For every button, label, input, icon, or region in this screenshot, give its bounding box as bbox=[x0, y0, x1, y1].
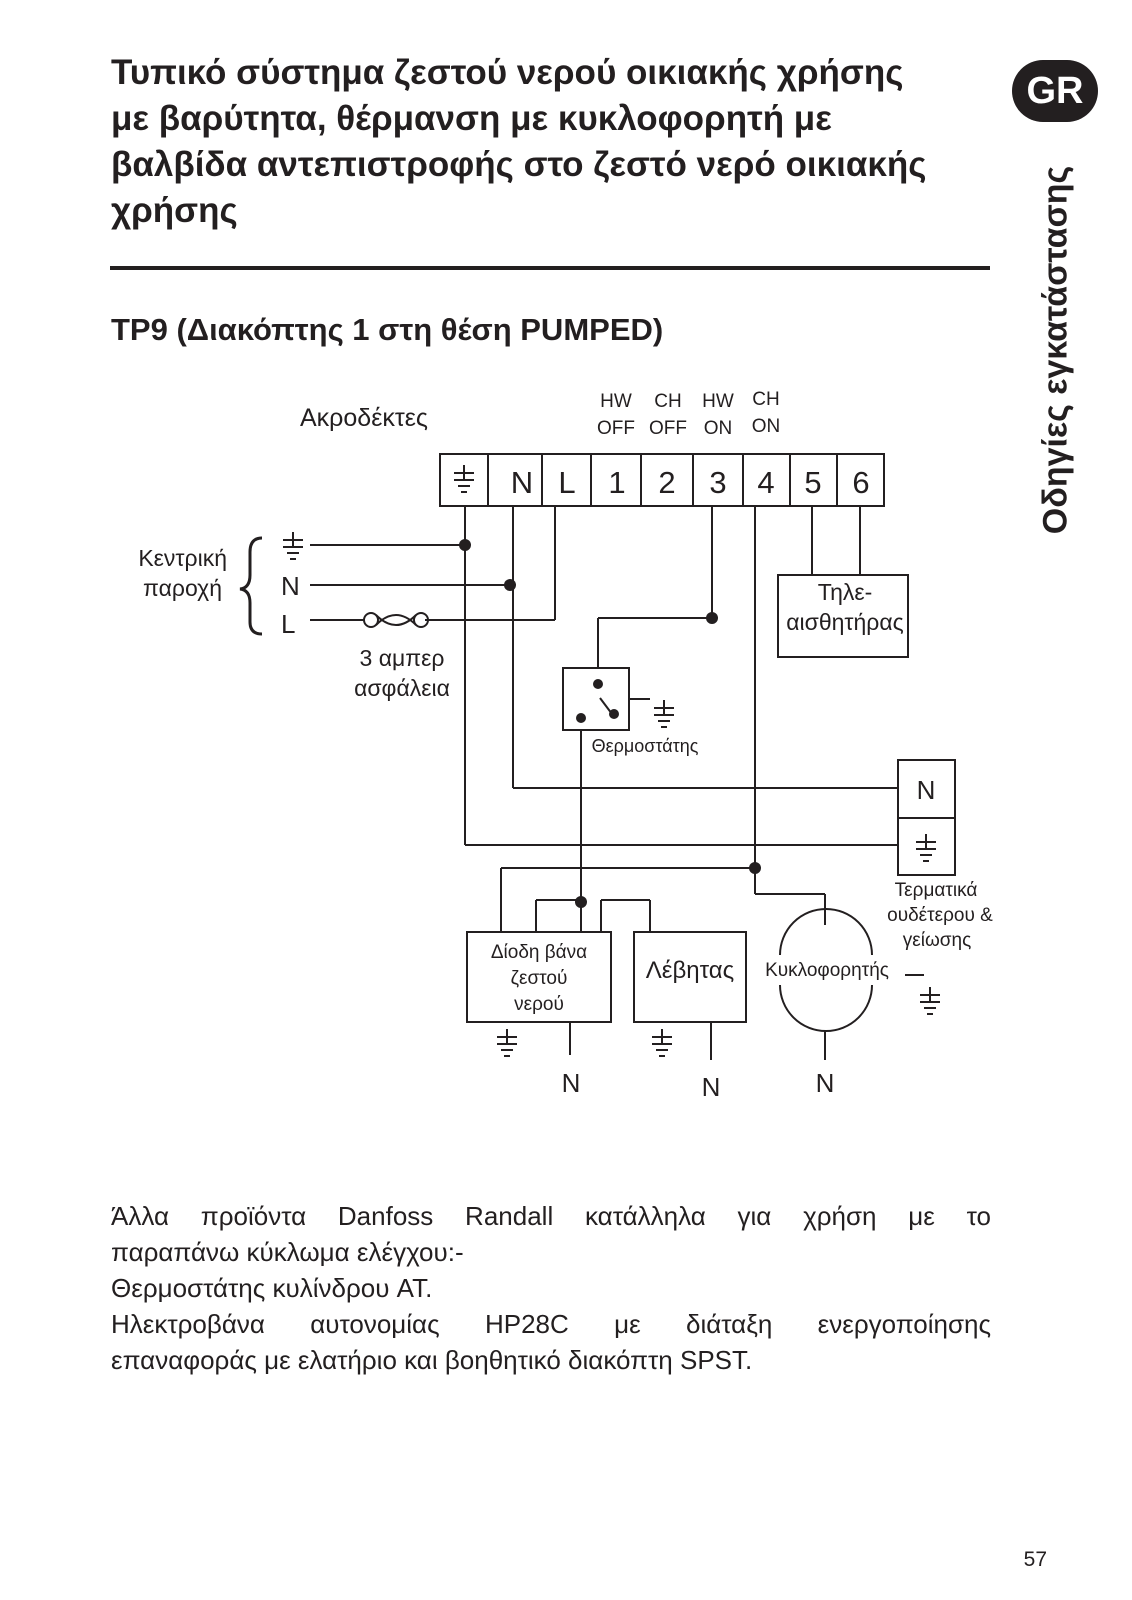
terminal-header-ch-on-1: CH bbox=[752, 389, 779, 410]
sensor-label-line-1: Τηλε- bbox=[818, 579, 873, 605]
language-badge: GR bbox=[1012, 60, 1098, 122]
thermostat-label: Θερμοστάτης bbox=[592, 736, 699, 756]
fuse-label-line-1: 3 αμπερ bbox=[360, 645, 445, 671]
mains-n-label: N bbox=[281, 571, 300, 601]
body-line: παραπάνω κύκλωμα ελέγχου:- bbox=[111, 1237, 464, 1267]
ground-icon-pump bbox=[919, 986, 941, 1015]
terminal-header-hw-on-1: HW bbox=[702, 391, 734, 412]
terminal-1: 1 bbox=[608, 465, 625, 500]
body-line: Άλλα προϊόντα Danfoss Randall κατάλληλα … bbox=[111, 1201, 991, 1231]
ground-icon-mains bbox=[282, 531, 304, 560]
page-title: Τυπικό σύστημα ζεστού νερού οικιακής χρή… bbox=[111, 50, 991, 234]
pump-label: Κυκλοφορητής bbox=[765, 960, 889, 981]
wiring-diagram: Ακροδέκτες HW OFF CH OFF HW ON CH ON N L… bbox=[138, 389, 993, 1102]
fuse-label-line-2: ασφάλεια bbox=[354, 675, 450, 701]
terminal-n: N bbox=[511, 465, 533, 500]
compatible-products-text: Άλλα προϊόντα Danfoss Randall κατάλληλα … bbox=[111, 1198, 991, 1378]
mains-label-line-1: Κεντρική bbox=[138, 545, 227, 571]
ground-icon-thermostat bbox=[653, 699, 675, 728]
mains-label-line-2: παροχή bbox=[143, 575, 222, 601]
body-line: Ηλεκτροβάνα αυτονομίας HP28C με διάταξη … bbox=[111, 1309, 991, 1339]
terminal-2: 2 bbox=[658, 465, 675, 500]
ground-icon-terminal bbox=[453, 464, 475, 493]
terminal-header-ch-off-2: OFF bbox=[649, 418, 687, 439]
ground-icon-valve bbox=[496, 1028, 518, 1057]
fuse-symbol bbox=[363, 612, 429, 628]
ground-icon-junction bbox=[915, 833, 937, 862]
terminal-4: 4 bbox=[757, 465, 774, 500]
ground-icon-boiler bbox=[651, 1028, 673, 1057]
valve-label-line-2: ζεστού bbox=[511, 968, 568, 989]
boiler-neutral-label: N bbox=[702, 1072, 721, 1102]
page-number: 57 bbox=[1023, 1548, 1047, 1571]
title-line: Τυπικό σύστημα ζεστού νερού οικιακής χρή… bbox=[111, 53, 904, 92]
section-subtitle: TP9 (Διακόπτης 1 στη θέση PUMPED) bbox=[111, 312, 664, 347]
boiler-label: Λέβητας bbox=[646, 957, 734, 984]
terminal-3: 3 bbox=[709, 465, 726, 500]
terminal-header-ch-on-2: ON bbox=[752, 416, 781, 437]
terminals-label: Ακροδέκτες bbox=[300, 404, 428, 432]
junction-label-line-3: γείωσης bbox=[903, 930, 971, 951]
junction-label-line-2: ουδέτερου & bbox=[887, 905, 993, 926]
terminal-header-hw-on-2: ON bbox=[704, 418, 733, 439]
body-line: Θερμοστάτης κυλίνδρου AT. bbox=[111, 1273, 433, 1303]
mains-l-label: L bbox=[281, 609, 295, 639]
terminal-5: 5 bbox=[804, 465, 821, 500]
title-line: βαλβίδα αντεπιστροφής στο ζεστό νερό οικ… bbox=[111, 145, 927, 184]
title-line: με βαρύτητα, θέρμανση με κυκλοφορητή με bbox=[111, 99, 832, 138]
valve-label-line-1: Δίοδη βάνα bbox=[491, 942, 587, 963]
junction-n-label: N bbox=[917, 775, 936, 805]
valve-neutral-label: N bbox=[562, 1068, 581, 1098]
pump-neutral-label: N bbox=[816, 1068, 835, 1098]
terminal-header-hw-off-1: HW bbox=[600, 391, 632, 412]
junction-label-line-1: Τερματικά bbox=[895, 880, 978, 901]
terminal-6: 6 bbox=[852, 465, 869, 500]
title-line: χρήσης bbox=[111, 191, 238, 230]
terminal-l: L bbox=[558, 465, 575, 500]
title-divider bbox=[110, 266, 990, 270]
mains-brace bbox=[239, 536, 263, 636]
sensor-label-line-2: αισθητήρας bbox=[786, 609, 904, 635]
body-line: επαναφοράς με ελατήριο και βοηθητικό δια… bbox=[111, 1345, 753, 1375]
terminal-header-ch-off-1: CH bbox=[654, 391, 681, 412]
valve-label-line-3: νερού bbox=[514, 994, 564, 1015]
terminal-header-hw-off-2: OFF bbox=[597, 418, 635, 439]
